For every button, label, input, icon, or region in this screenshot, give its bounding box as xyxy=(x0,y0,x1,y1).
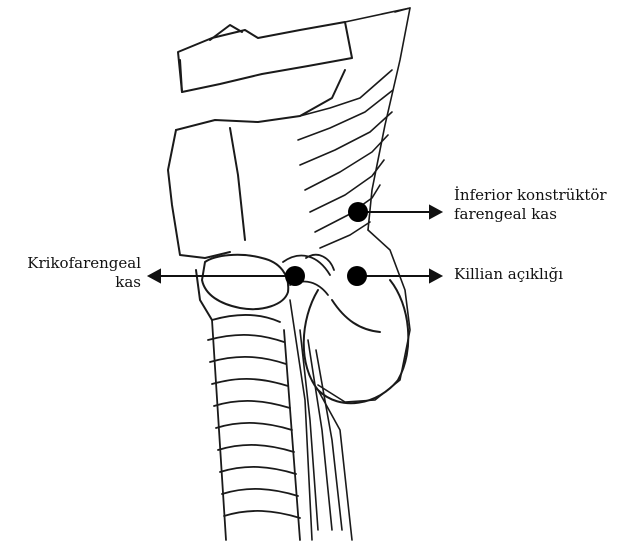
esophagus xyxy=(290,300,352,540)
hyoid-cartilage xyxy=(178,22,352,92)
arrowhead-krikofarengeal xyxy=(149,270,160,282)
marker-dot-krikofarengeal xyxy=(285,266,305,286)
marker-dot-killian xyxy=(347,266,367,286)
label-cricopharyngeal: Krikofarengeal kas xyxy=(4,254,141,292)
arrowhead-inferior xyxy=(430,206,441,218)
label-inferior-constrictor: İnferior konstrüktör farengeal kas xyxy=(454,186,607,224)
marker-dot-inferior xyxy=(348,202,368,222)
cricoid-cartilage xyxy=(196,255,288,320)
label-inferior-line1: İnferior konstrüktör xyxy=(454,186,607,205)
trachea xyxy=(208,315,300,540)
label-inferior-line2: farengeal kas xyxy=(454,205,607,224)
label-krik-line2: kas xyxy=(4,273,141,292)
pharyngeal-pouch xyxy=(304,280,409,403)
arrowhead-killian xyxy=(430,270,441,282)
label-killian: Killian açıklığı xyxy=(454,265,563,284)
label-krik-line1: Krikofarengeal xyxy=(4,254,141,273)
